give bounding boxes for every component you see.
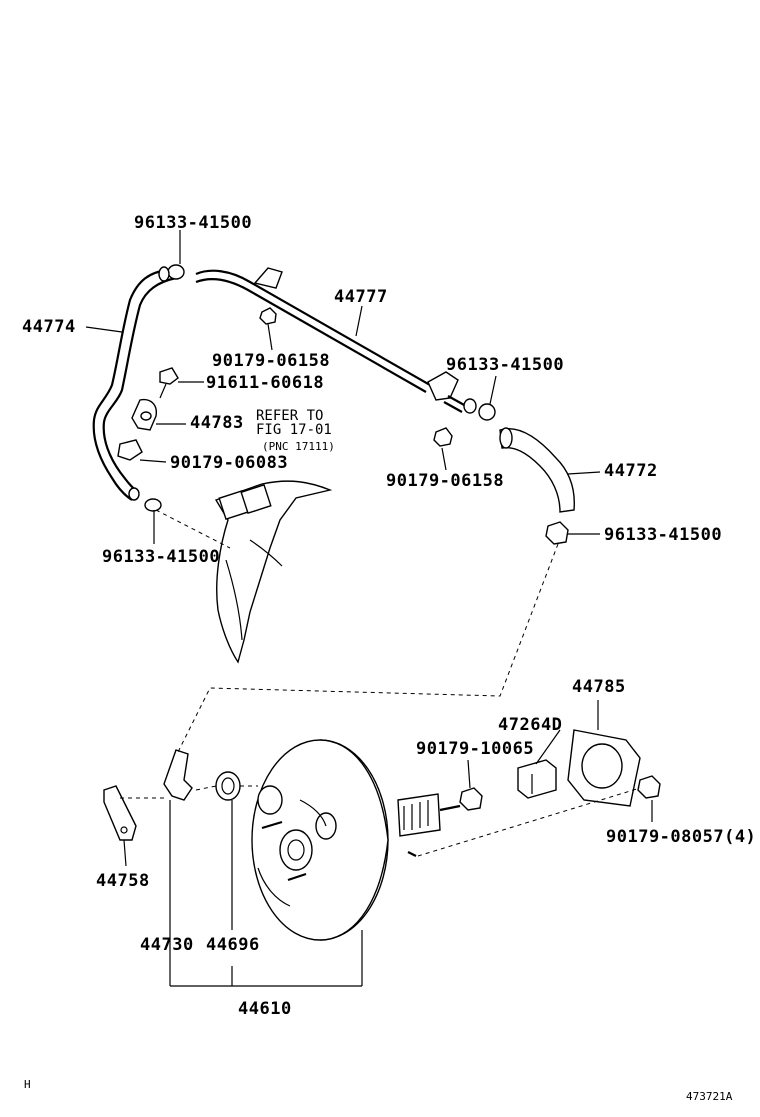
label-refer-line2: FIG 17-01 [256, 422, 332, 438]
assembly-lines [120, 509, 641, 857]
label-grommet-44696: 44696 [206, 935, 260, 955]
plate-44758 [103, 785, 137, 841]
clamp-top [158, 264, 185, 282]
clamp-right-bottom [545, 521, 569, 545]
label-corner-left: H [24, 1078, 31, 1091]
bolt-91611 [159, 367, 179, 399]
label-nut-08057: 90179-08057(4) [606, 827, 756, 847]
nut-10065 [459, 787, 483, 811]
label-refer-line1: REFER TO [256, 408, 323, 424]
hose-44774 [92, 268, 177, 501]
label-figure-code: 473721A [686, 1090, 733, 1103]
gasket-44785 [567, 729, 641, 807]
label-part-44783: 44783 [190, 413, 244, 433]
grommet-44696 [215, 771, 241, 801]
label-hose-44774: 44774 [22, 317, 76, 337]
label-plate-44758: 44758 [96, 871, 150, 891]
clamp-right [463, 398, 496, 421]
label-valve-44730: 44730 [140, 935, 194, 955]
label-nut-10065: 90179-10065 [416, 739, 534, 759]
label-booster-44610: 44610 [238, 999, 292, 1019]
bracket-47264d [517, 759, 557, 799]
nut-08057 [637, 775, 661, 799]
tube-44777 [195, 267, 467, 413]
label-tube-44777: 44777 [334, 287, 388, 307]
nut-06083 [117, 439, 143, 461]
intake-manifold [214, 480, 333, 664]
label-hose-44772: 44772 [604, 461, 658, 481]
label-bolt-91611: 91611-60618 [206, 373, 324, 393]
label-nut-right: 90179-06158 [386, 471, 504, 491]
clamp-left-bottom [128, 487, 162, 512]
label-clamp-top: 96133-41500 [134, 213, 252, 233]
label-nut-06083: 90179-06083 [170, 453, 288, 473]
label-gasket-44785: 44785 [572, 677, 626, 697]
label-clamp-right: 96133-41500 [446, 355, 564, 375]
hose-44772 [499, 427, 575, 513]
check-valve-44730 [163, 749, 193, 801]
part-labels: 96133-41500 44774 44777 90179-06158 9161… [22, 213, 756, 1103]
nut-right [433, 427, 453, 447]
label-bracket-47264d: 47264D [498, 715, 562, 735]
label-refer-line3: (PNC 17111) [262, 440, 335, 453]
label-nut-upper: 90179-06158 [212, 351, 330, 371]
bracket-44783 [131, 398, 157, 431]
nut-upper [259, 307, 277, 325]
brake-booster-44610 [251, 739, 461, 941]
label-clamp-right-bottom: 96133-41500 [604, 525, 722, 545]
label-clamp-left-bottom: 96133-41500 [102, 547, 220, 567]
leader-lines [85, 230, 653, 987]
